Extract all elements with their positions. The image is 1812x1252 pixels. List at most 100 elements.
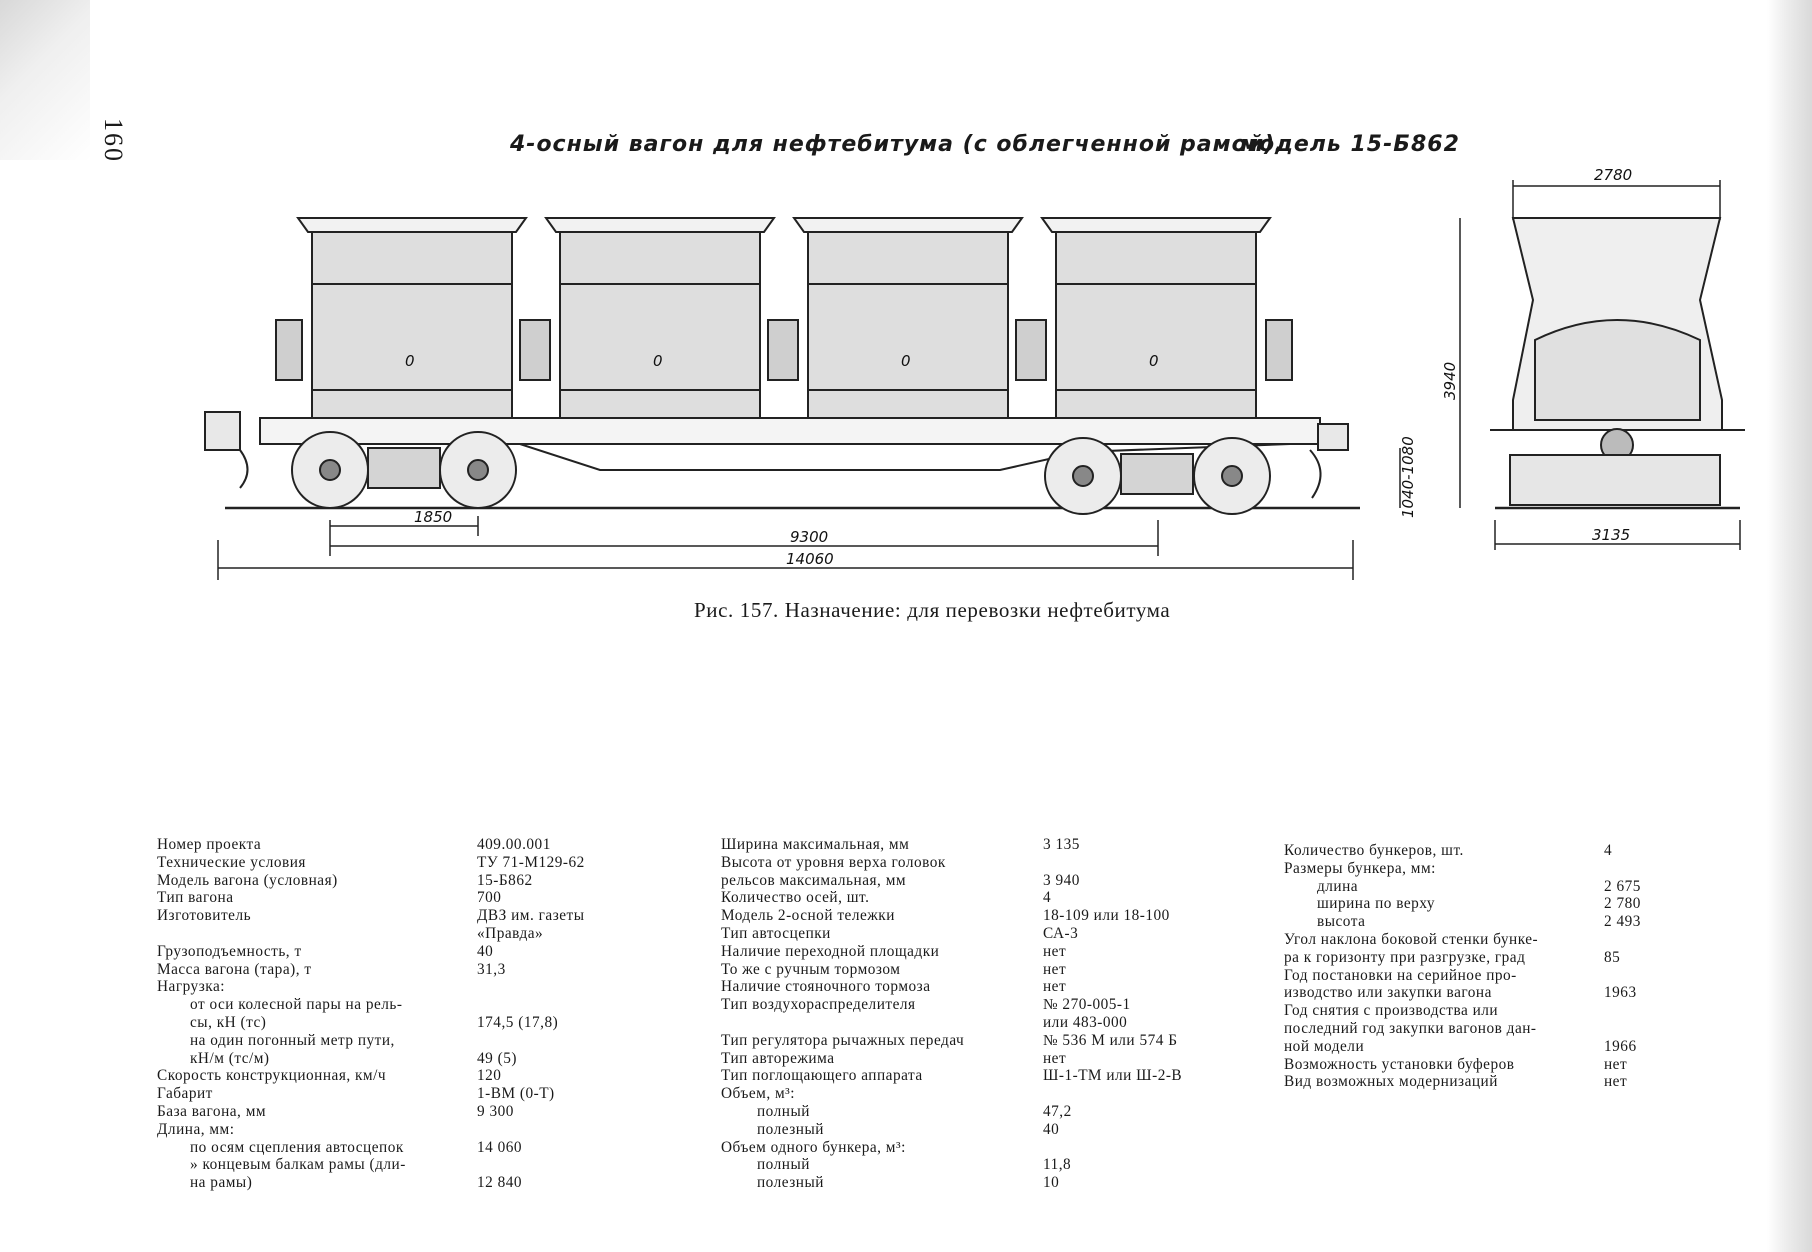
spec-value: 3 135: [1043, 836, 1080, 853]
spec-value: 4: [1604, 842, 1613, 859]
spec-value: 3 940: [1043, 871, 1080, 889]
spec-row: Модель вагона (условная)15-Б862: [157, 872, 677, 890]
spec-value: 2 780: [1604, 895, 1641, 913]
spec-row: на рамы) 12 840: [157, 1174, 677, 1192]
spec-value: 4: [1043, 889, 1052, 907]
spec-label: высота: [1317, 913, 1366, 931]
spec-row: сы, кН (тс)174,5 (17,8): [157, 1014, 677, 1032]
spec-value: нет: [1604, 1073, 1628, 1091]
spec-row: полезный 40: [721, 1121, 1241, 1139]
spec-row: Угол наклона боковой стенки бунке-: [1284, 931, 1774, 949]
spec-value: 1966: [1604, 1037, 1637, 1055]
spec-row: Количество осей, шт.4: [721, 889, 1241, 907]
drawing-title-text: 4-осный вагон для нефтебитума (с облегче…: [510, 132, 1285, 157]
spec-value: или 483-000: [1043, 1013, 1128, 1031]
spec-row: изводство или закупки вагона 1963: [1284, 984, 1774, 1002]
spec-value: нет: [1043, 978, 1067, 996]
spec-value: нет: [1043, 1049, 1067, 1067]
spec-value: 1963: [1604, 984, 1637, 1002]
spec-value: 18-109 или 18-100: [1043, 907, 1170, 925]
spec-label: Возможность установки буферов: [1284, 1055, 1515, 1073]
spec-value: 85: [1604, 948, 1621, 966]
spec-label: на один погонный метр пути,: [190, 1031, 395, 1049]
spec-value: 12 840: [477, 1174, 523, 1192]
spec-label: Объем одного бункера, м³:: [721, 1138, 906, 1156]
spec-label: База вагона, мм: [157, 1102, 267, 1120]
spec-value: № 270-005-1: [1043, 996, 1131, 1014]
spec-row: от оси колесной пары на рель-: [157, 996, 677, 1014]
spec-row: ширина по верху 2 780: [1284, 895, 1774, 913]
spec-row: последний год закупки вагонов дан-: [1284, 1020, 1774, 1038]
spec-label: Нагрузка:: [157, 978, 225, 996]
spec-label: на рамы): [190, 1174, 253, 1192]
spec-label: Скорость конструкционная, км/ч: [157, 1067, 387, 1085]
spec-label: Грузоподъемность, т: [157, 942, 302, 960]
spec-value: нет: [1043, 942, 1067, 960]
spec-value: 15-Б862: [477, 871, 533, 889]
spec-label: Изготовитель: [157, 907, 252, 925]
spec-label: То же с ручным тормозом: [721, 960, 901, 978]
spec-value: нет: [1043, 960, 1067, 978]
spec-label: Тип вагона: [157, 889, 234, 907]
spec-row: Тип регулятора рычажных передач № 536 М и…: [721, 1032, 1241, 1050]
spec-label: полный: [757, 1156, 810, 1174]
spec-value: 700: [477, 889, 502, 907]
spec-row: «Правда»: [157, 925, 677, 943]
spec-label: Год снятия с производства или: [1284, 1002, 1499, 1020]
spec-value: 11,8: [1043, 1156, 1072, 1174]
spec-label: полезный: [757, 1120, 824, 1138]
dim-car-base: 9300: [790, 528, 828, 546]
spec-label: Габарит: [157, 1085, 213, 1103]
spec-value: 40: [1043, 1120, 1060, 1138]
spec-value: ДВЗ им. газеты: [477, 907, 585, 925]
spec-value: 409.00.001: [477, 836, 551, 853]
spec-label: Тип регулятора рычажных передач: [721, 1031, 965, 1049]
spec-label: Объем, м³:: [721, 1085, 795, 1103]
spec-label: Год постановки на серийное про-: [1284, 966, 1517, 984]
spec-row: на один погонный метр пути,: [157, 1032, 677, 1050]
spec-label: Тип поглощающего аппарата: [721, 1067, 923, 1085]
spec-value: 47,2: [1043, 1102, 1072, 1120]
spec-row: Грузоподъемность, т 40: [157, 943, 677, 961]
bunker-4: [1040, 217, 1272, 419]
spec-label: ширина по верху: [1317, 895, 1436, 913]
dim-max-width: 3135: [1592, 526, 1630, 544]
spec-label: полезный: [757, 1174, 824, 1192]
railcar-drawing: 0 0 0 0 14060 9300 1850 1040-10: [204, 166, 1745, 580]
spec-row: Изготовитель ДВЗ им. газеты: [157, 907, 677, 925]
spec-label: Модель 2-осной тележки: [721, 907, 895, 925]
spec-row: Размеры бункера, мм:: [1284, 860, 1774, 878]
bunker-3: [792, 217, 1024, 419]
spec-row: кН/м (тс/м)49 (5): [157, 1050, 677, 1068]
spec-value: 49 (5): [477, 1049, 517, 1067]
spec-label: » концевым балкам рамы (дли-: [190, 1156, 406, 1174]
spec-value: 40: [477, 942, 494, 960]
spec-label: от оси колесной пары на рель-: [190, 996, 403, 1014]
spec-value: № 536 М или 574 Б: [1043, 1031, 1178, 1049]
spec-row: Высота от уровня верха головок: [721, 854, 1241, 872]
bunker-mark: 0: [901, 352, 911, 370]
bunker-2: [544, 217, 776, 419]
spec-label: изводство или закупки вагона: [1284, 984, 1492, 1002]
drawing-title: 4-осный вагон для нефтебитума (с облегче…: [510, 132, 1459, 157]
spec-label: сы, кН (тс): [190, 1013, 267, 1031]
spec-label: ра к горизонту при разгрузке, град: [1284, 948, 1526, 966]
spec-label: по осям сцепления автосцепок: [190, 1138, 404, 1156]
spec-row: Тип вагона 700: [157, 889, 677, 907]
spec-row: Год постановки на серийное про-: [1284, 967, 1774, 985]
spec-value: 31,3: [477, 960, 506, 978]
spec-value: 1-ВМ (0-Т): [477, 1085, 555, 1103]
